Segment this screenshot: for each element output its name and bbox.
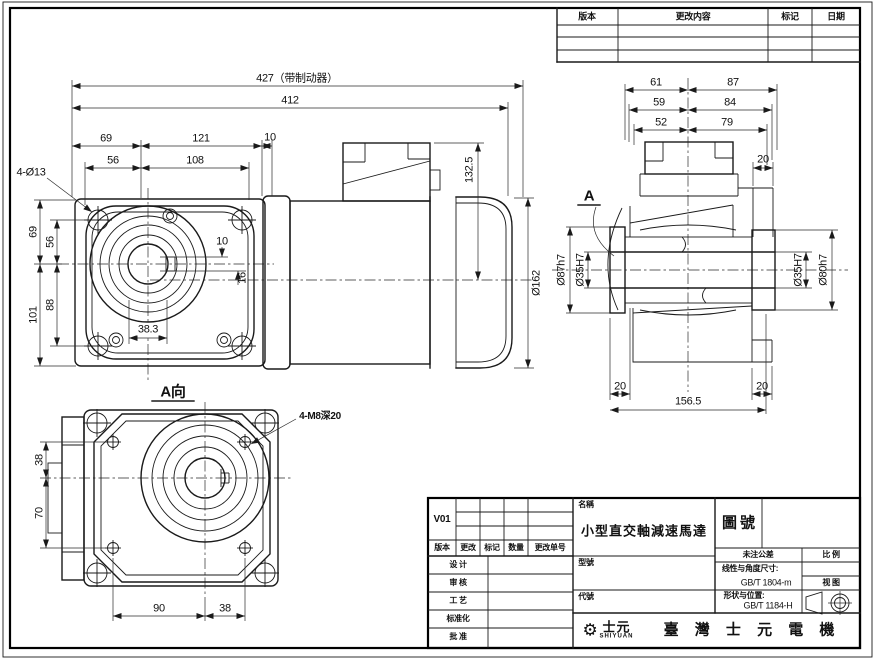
dim-10: 10 <box>264 131 276 144</box>
dim-dia35h7-right: Ø35H7 <box>792 253 805 287</box>
dim-v101: 101 <box>27 306 40 324</box>
a-view-title: A向 <box>160 383 186 401</box>
dim-dia80h7: Ø80h7 <box>817 254 830 286</box>
dim-69: 69 <box>100 132 112 145</box>
product-name: 小型直交軸減速馬達 <box>580 523 708 539</box>
title-block-grid <box>426 496 862 650</box>
geo-tolerance-note: 形状与位置: <box>723 591 765 600</box>
dim-61: 61 <box>650 76 662 89</box>
dim-20-left: 20 <box>614 380 626 393</box>
tolerance-header: 未注公差 <box>742 550 774 559</box>
rev-col-version: 版本 <box>578 11 596 22</box>
company-logo: ⚙ 士元 SHIYUAN <box>583 621 634 640</box>
geo-tolerance-standard: GB/T 1184-H <box>743 600 793 611</box>
tb-row-approve: 批 准 <box>449 632 467 641</box>
dim-38-3: 38.3 <box>135 323 161 336</box>
tb-row-standardization: 标准化 <box>446 614 470 623</box>
dim-38: 38 <box>219 602 231 615</box>
dim-v56: 56 <box>44 236 57 248</box>
tb-row-design: 设 计 <box>449 560 467 569</box>
dim-20-right: 20 <box>756 380 768 393</box>
dim-v70: 70 <box>33 507 46 519</box>
rev-col-date: 日期 <box>827 11 845 22</box>
dim-412: 412 <box>281 94 299 107</box>
dim-v38: 38 <box>33 454 46 466</box>
tb-col-change: 更改 <box>460 543 476 552</box>
rev-col-mark: 标记 <box>781 11 799 22</box>
tb-row-process: 工 艺 <box>449 596 467 605</box>
dim-90: 90 <box>153 602 165 615</box>
dim-key-depth: 16 <box>236 272 249 284</box>
revision-code: V01 <box>433 514 451 525</box>
tb-col-mark: 标记 <box>484 543 500 552</box>
view-cell-label: 视 图 <box>822 578 840 587</box>
logo-text: 士元 <box>602 619 631 635</box>
tb-row-check: 审 核 <box>449 578 467 587</box>
dim-52: 52 <box>655 116 667 129</box>
dim-key-width: 10 <box>216 235 228 248</box>
dim-v69: 69 <box>27 226 40 238</box>
note-4xd13: 4-Ø13 <box>16 166 46 179</box>
dim-121: 121 <box>192 132 210 145</box>
tb-col-qty: 数量 <box>508 543 524 552</box>
dim-427-with-brake: 427（带制动器） <box>256 72 338 85</box>
dim-84: 84 <box>724 96 736 109</box>
dim-156-5: 156.5 <box>674 395 702 408</box>
note-4xm8-depth20: 4-M8深20 <box>299 411 341 422</box>
gear-logo-icon: ⚙ <box>582 620 598 640</box>
linear-tolerance-note: 线性与角度尺寸: <box>721 564 779 573</box>
dim-79: 79 <box>721 116 733 129</box>
view-arrow-a: A <box>583 187 595 205</box>
section-view <box>552 78 848 414</box>
dim-20-top: 20 <box>757 153 769 166</box>
revision-table-grid <box>556 7 861 63</box>
dim-dia35h7-left: Ø35H7 <box>574 253 587 287</box>
code-label: 代號 <box>578 592 594 601</box>
scale-label: 比 例 <box>822 550 840 559</box>
dim-v88: 88 <box>44 299 57 311</box>
projection-symbol-icon <box>805 591 852 615</box>
logo-subtext: SHIYUAN <box>599 633 634 640</box>
linear-tolerance-standard: GB/T 1804-m <box>740 577 792 588</box>
dim-56: 56 <box>107 154 119 167</box>
dim-87: 87 <box>727 76 739 89</box>
tb-col-change-order: 更改单号 <box>534 543 566 552</box>
dim-132-5: 132.5 <box>463 156 476 184</box>
dim-59: 59 <box>653 96 665 109</box>
tb-col-version: 版本 <box>434 543 450 552</box>
dim-108: 108 <box>186 154 204 167</box>
company-name: 臺 灣 士 元 電 機 <box>663 621 841 639</box>
front-view <box>34 80 535 380</box>
name-label: 名稱 <box>578 500 594 509</box>
a-direction-view <box>40 400 297 621</box>
drawing-no-label: 圖號 <box>721 514 759 532</box>
rev-col-change-content: 更改内容 <box>675 11 711 22</box>
model-label: 型號 <box>578 558 594 567</box>
dim-dia162: Ø162 <box>530 270 543 296</box>
dim-dia87h7: Ø87h7 <box>555 254 568 286</box>
